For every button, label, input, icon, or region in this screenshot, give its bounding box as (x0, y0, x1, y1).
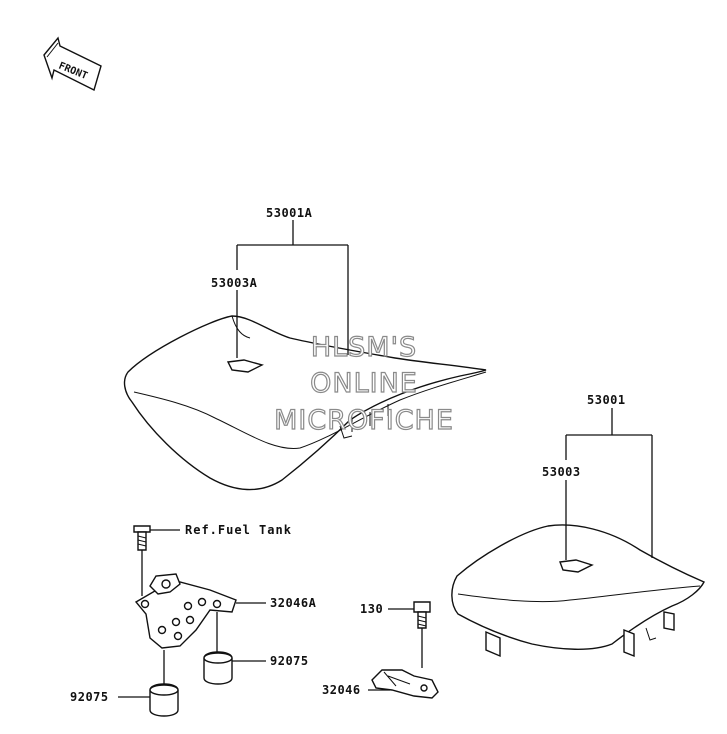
damper-right-drawing (203, 651, 233, 685)
label-53001: 53001 (587, 393, 626, 407)
rear-seat-drawing (451, 524, 705, 658)
label-92075-right: 92075 (270, 654, 309, 668)
label-130: 130 (360, 602, 383, 616)
damper-left-drawing (149, 683, 179, 717)
fuel-tank-bolt-drawing (133, 525, 151, 551)
label-92075-left: 92075 (70, 690, 109, 704)
bolt-130-drawing (413, 601, 431, 629)
bracket-32046A-drawing (134, 573, 237, 649)
leader-53001 (565, 408, 653, 558)
bracket-32046-drawing (371, 669, 439, 699)
label-53003A: 53003A (211, 276, 258, 290)
front-seat-drawing (123, 315, 487, 491)
watermark-line3: MICROFICHE (274, 405, 454, 436)
watermark: HLSM'S ONLINE MICROFICHE (273, 331, 454, 436)
leader-53001A (236, 220, 349, 355)
label-32046: 32046 (322, 683, 361, 697)
watermark-line1: HLSM'S (311, 332, 417, 363)
label-32046A: 32046A (270, 596, 317, 610)
label-ref-fuel-tank: Ref.Fuel Tank (185, 523, 292, 537)
label-53003: 53003 (542, 465, 581, 479)
watermark-line2: ONLINE (310, 368, 418, 399)
front-arrow-icon: FRONT (43, 36, 102, 92)
label-53001A: 53001A (266, 206, 313, 220)
